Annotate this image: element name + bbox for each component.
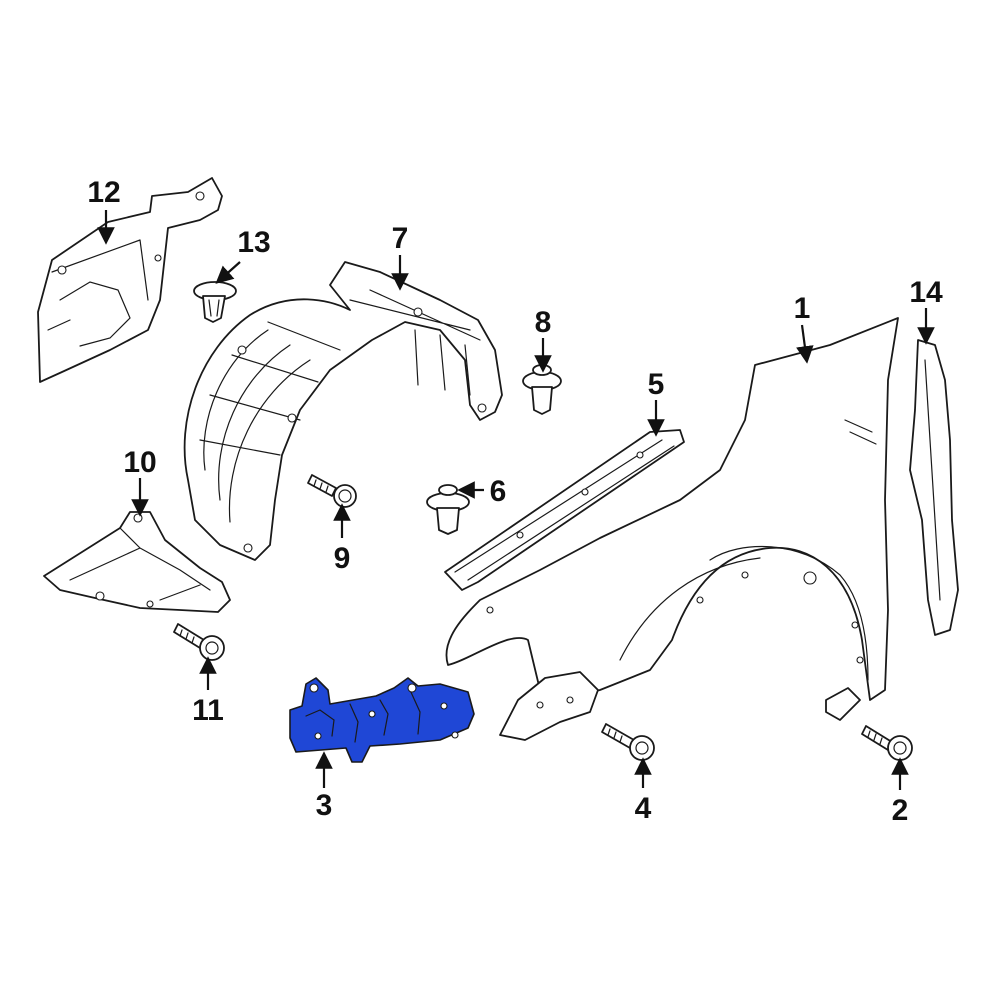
callout-14: 14 xyxy=(909,276,943,309)
callout-8: 8 xyxy=(535,306,552,339)
callout-9: 9 xyxy=(334,542,351,575)
part-11-bolt[interactable] xyxy=(173,623,225,661)
part-4-bolt[interactable] xyxy=(601,723,655,761)
part-3-fender-bracket[interactable] xyxy=(289,677,475,763)
callout-12: 12 xyxy=(87,176,120,209)
callout-labels: 12 13 7 8 5 6 9 10 11 1 14 3 4 2 xyxy=(87,176,943,827)
callout-13: 13 xyxy=(237,226,270,259)
part-12-splash-shield[interactable] xyxy=(37,177,223,383)
part-1-front-fender[interactable] xyxy=(445,317,899,741)
part-9-bolt[interactable] xyxy=(307,474,357,508)
callout-2: 2 xyxy=(892,794,909,827)
part-7-fender-liner[interactable] xyxy=(183,261,503,561)
callout-10: 10 xyxy=(123,446,156,479)
part-14-fender-seal[interactable] xyxy=(909,339,959,636)
callout-5: 5 xyxy=(648,368,665,401)
callout-4: 4 xyxy=(635,792,652,825)
callout-11: 11 xyxy=(192,694,224,727)
part-2-bolt[interactable] xyxy=(861,725,913,761)
part-8-push-clip[interactable] xyxy=(522,364,562,415)
callout-6: 6 xyxy=(490,475,507,508)
callout-3: 3 xyxy=(316,789,333,822)
callout-7: 7 xyxy=(392,222,409,255)
callout-1: 1 xyxy=(794,292,811,325)
leader-lines xyxy=(97,210,935,790)
part-13-push-clip[interactable] xyxy=(193,281,237,323)
part-6-push-clip[interactable] xyxy=(426,484,470,535)
